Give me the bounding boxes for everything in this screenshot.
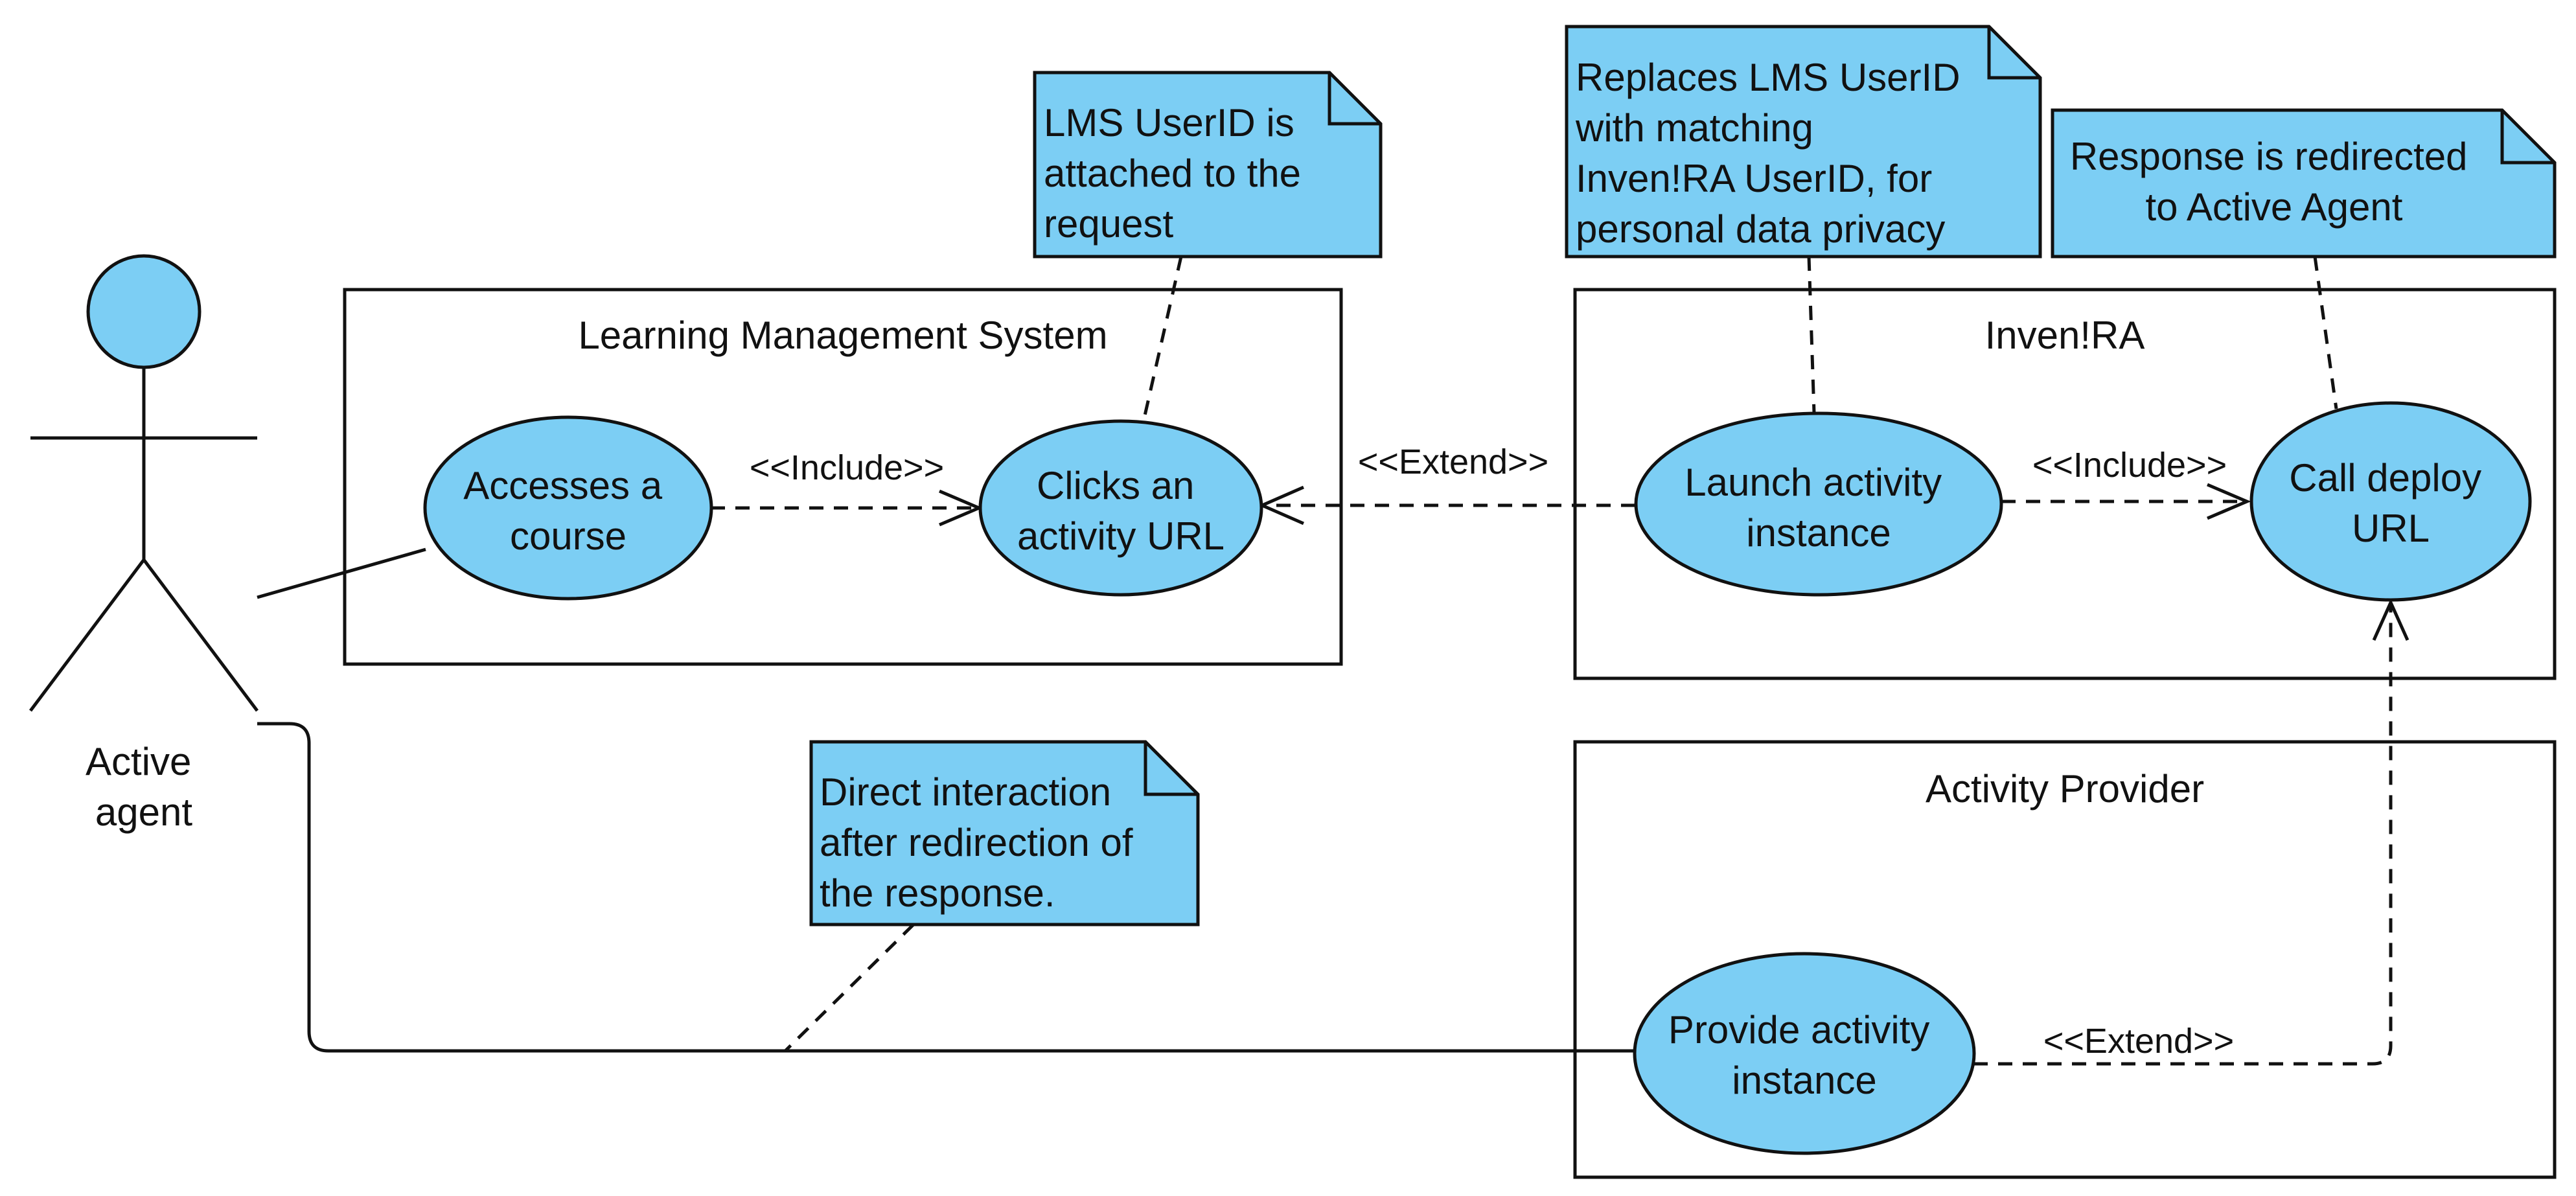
note-line: Direct interaction <box>820 770 1111 814</box>
note-connector-replaces-userid <box>1807 256 1816 413</box>
relation-extend-1: <<Extend>> <box>1258 443 1635 525</box>
note-line: with matching <box>1575 106 1813 150</box>
note-line: Inven!RA UserID, for <box>1576 157 1932 200</box>
actor-label-line-1: Active <box>86 740 191 783</box>
system-invenra-title: Inven!RA <box>1985 314 2145 357</box>
note-userid-attached-text: LMS UserID is attached to the request <box>1044 101 1312 246</box>
note-connector-userid-attached <box>1142 256 1183 422</box>
use-case-clicks-url-shape <box>978 419 1263 597</box>
actor-label-line-2: agent <box>95 790 192 834</box>
relation-include-2: <<Include>> <box>2001 446 2251 520</box>
use-case-accesses-course-shape <box>423 415 713 601</box>
note-fold <box>1144 742 1198 796</box>
note-replaces-userid-shape <box>1565 25 2042 259</box>
use-case-launch-instance-shape <box>1634 411 2003 597</box>
note-fold <box>1987 27 2040 80</box>
note-line: the response. <box>820 871 1055 915</box>
note-fold <box>1328 73 1381 126</box>
note-fold <box>2500 110 2555 165</box>
label-line: Clicks an <box>1037 464 1194 507</box>
use-case-call-deploy-label: Call deploy URL <box>2289 456 2492 550</box>
use-case-launch-instance-label: Launch activity instance <box>1685 461 1953 555</box>
note-line: to Active Agent <box>2146 185 2403 229</box>
include-1-label: <<Include>> <box>750 448 944 487</box>
note-response-redirected-text: Response is redirected to Active Agent <box>2070 135 2478 229</box>
note-line: Response is redirected <box>2070 135 2468 178</box>
note-line: request <box>1044 202 1173 246</box>
note-line: attached to the <box>1044 152 1301 195</box>
use-case-provide-instance: Provide activity instance <box>1633 952 1976 1155</box>
note-line: LMS UserID is <box>1044 101 1294 144</box>
include-2-label: <<Include>> <box>2032 446 2227 485</box>
use-case-launch-instance: Launch activity instance <box>1634 411 2003 597</box>
note-userid-attached: LMS UserID is attached to the request <box>1033 71 1383 259</box>
actor-left-leg <box>29 558 145 712</box>
note-direct-interaction: Direct interaction after redirection of … <box>809 740 1200 926</box>
label-line: URL <box>2352 507 2430 550</box>
note-connector-response-redirected <box>2313 256 2338 409</box>
label-line: instance <box>1732 1059 1876 1102</box>
system-provider-title: Activity Provider <box>1926 767 2204 811</box>
use-case-call-deploy: Call deploy URL <box>2249 401 2532 602</box>
label-line: Provide activity <box>1668 1008 1929 1052</box>
use-case-provide-instance-label: Provide activity instance <box>1668 1008 1940 1102</box>
association-actor-accesses-course <box>257 547 426 599</box>
association-actor-provide-instance <box>257 722 1635 1053</box>
extend-2-arrowhead <box>2372 598 2409 641</box>
use-case-provide-instance-shape <box>1633 952 1976 1155</box>
label-line: instance <box>1746 511 1891 555</box>
use-case-clicks-url-label: Clicks an activity URL <box>1017 464 1225 558</box>
relation-include-1: <<Include>> <box>711 448 983 527</box>
note-userid-attached-shape <box>1033 71 1383 259</box>
note-response-redirected: Response is redirected to Active Agent <box>2051 108 2557 259</box>
use-case-clicks-url: Clicks an activity URL <box>978 419 1263 597</box>
note-direct-interaction-shape <box>809 740 1200 926</box>
label-line: Launch activity <box>1685 461 1942 504</box>
relation-extend-2: <<Extend>> <box>1973 598 2409 1066</box>
label-line: Call deploy <box>2289 456 2481 500</box>
include-2-arrowhead <box>2207 483 2251 520</box>
use-case-accesses-course: Accesses a course <box>423 415 713 601</box>
note-replaces-userid-text: Replaces LMS UserID with matching Inven!… <box>1575 56 1971 251</box>
system-lms-title: Learning Management System <box>578 314 1107 357</box>
note-response-redirected-shape <box>2051 108 2557 259</box>
label-line: Accesses a <box>463 464 662 507</box>
actor-head <box>86 254 201 369</box>
note-line: Replaces LMS UserID <box>1576 56 1961 99</box>
actor-label: Active agent <box>86 740 202 834</box>
extend-2-line <box>1973 606 2393 1066</box>
note-direct-interaction-text: Direct interaction after redirection of … <box>820 770 1144 915</box>
use-case-accesses-course-label: Accesses a course <box>463 464 673 558</box>
actor-right-leg <box>143 558 259 712</box>
label-line: course <box>510 514 627 558</box>
note-connector-direct-interaction <box>784 923 915 1052</box>
label-line: activity URL <box>1017 514 1225 558</box>
actor-active-agent: Active agent <box>29 254 259 834</box>
note-replaces-userid: Replaces LMS UserID with matching Inven!… <box>1565 25 2042 259</box>
extend-2-label: <<Extend>> <box>2043 1022 2234 1061</box>
use-case-call-deploy-shape <box>2249 401 2532 602</box>
note-line: personal data privacy <box>1576 207 1945 251</box>
extend-1-label: <<Extend>> <box>1358 443 1548 481</box>
note-line: after redirection of <box>820 821 1133 864</box>
